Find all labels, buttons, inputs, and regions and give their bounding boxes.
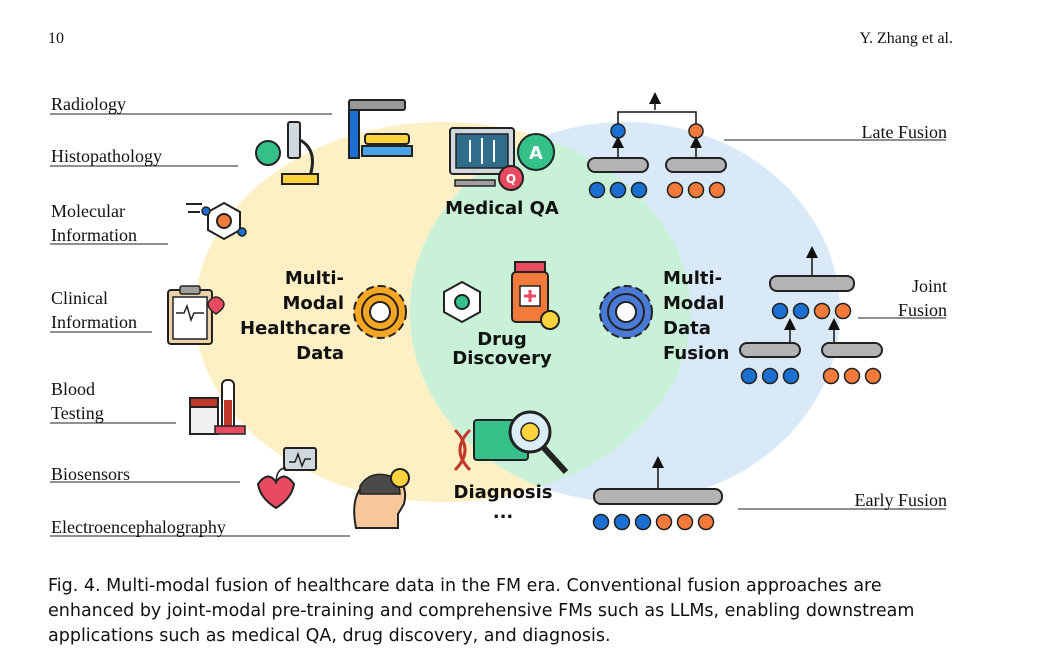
caption-label: Fig. 4. (48, 576, 101, 596)
radiology-icon (348, 99, 413, 159)
application-diagnosis: Diagnosis (453, 482, 553, 503)
late-fusion-diagram (587, 92, 727, 199)
figure-canvas: A Q (50, 92, 946, 537)
modality-eeg: Electroencephalography (51, 517, 226, 537)
blood-test-icon (189, 379, 246, 435)
modality-histopathology: Histopathology (51, 146, 162, 166)
modality-clinical: Clinical Information (51, 288, 137, 332)
caption-text: Multi-modal fusion of healthcare data in… (48, 576, 915, 646)
application-medical-qa: Medical QA (445, 198, 559, 219)
joint-fusion-diagram (739, 246, 883, 385)
medical-qa-icon: A Q (449, 127, 555, 191)
svg-text:A: A (529, 143, 543, 164)
late-fusion-label: Late Fusion (861, 122, 948, 142)
biosensor-icon (256, 447, 317, 510)
early-fusion-label: Early Fusion (854, 490, 948, 510)
joint-fusion-label: Joint Fusion (897, 276, 947, 320)
data-fusion-label: Multi-Modal Data Fusion (663, 268, 730, 364)
fusion-gear-icon (599, 285, 653, 339)
healthcare-data-label: Multi-Modal Healthcare Data (240, 268, 351, 364)
diagnosis-icon (453, 410, 569, 475)
page-number: 10 (48, 30, 64, 47)
modality-molecular: Molecular Information (51, 201, 137, 245)
clinical-record-icon (167, 285, 225, 345)
modality-blood-testing: Blood Testing (51, 379, 104, 423)
eeg-head-icon (353, 468, 410, 529)
svg-text:Q: Q (506, 172, 516, 186)
modality-biosensors: Biosensors (51, 464, 131, 484)
application-ellipsis: ... (492, 502, 514, 523)
application-drug-discovery: Drug Discovery (452, 329, 552, 369)
modality-radiology: Radiology (51, 94, 126, 114)
running-header-authors: Y. Zhang et al. (859, 30, 953, 47)
early-fusion-diagram (592, 456, 723, 531)
healthcare-gear-icon (353, 285, 407, 339)
drug-discovery-icon (443, 261, 560, 330)
histopathology-icon (255, 121, 319, 185)
figure-caption: Fig. 4. Multi-modal fusion of healthcare… (48, 574, 958, 649)
molecular-icon (186, 201, 247, 241)
